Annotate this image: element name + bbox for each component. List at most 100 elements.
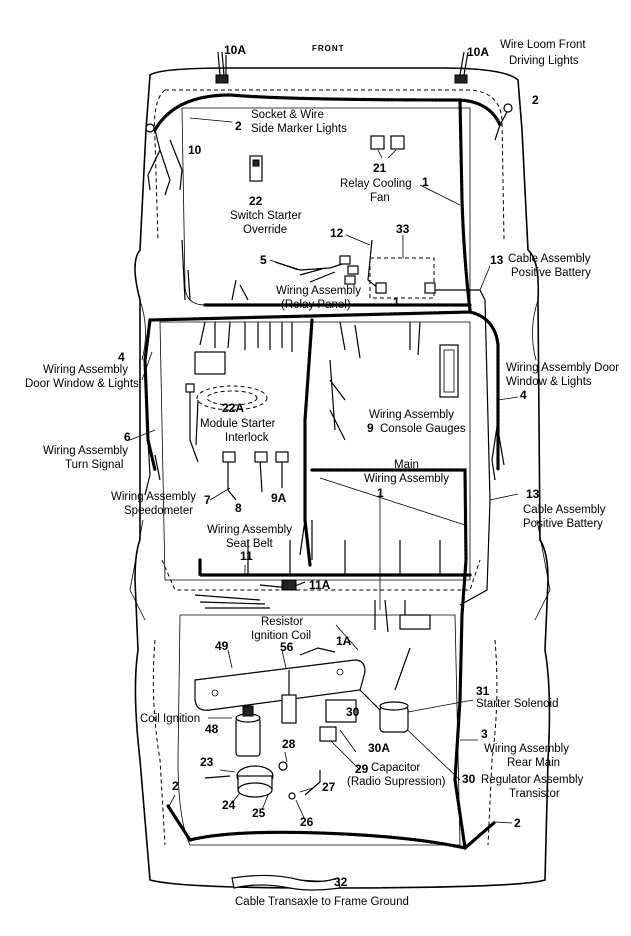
label-9: 9	[367, 421, 374, 435]
turn-signal-connectors	[185, 383, 199, 463]
starter-solenoid	[359, 647, 411, 733]
label-2-topleft: 2	[235, 119, 242, 133]
label-1A: 1A	[336, 634, 352, 648]
label-resistor-1: Resistor	[261, 616, 303, 628]
label-starter-solenoid: Starter Solenoid	[476, 698, 558, 710]
label-relay-panel-2: (Relay Panel)	[281, 299, 351, 311]
label-seat-2: Seat Belt	[226, 538, 273, 550]
label-56: 56	[280, 640, 294, 654]
label-door-left-1: Wiring Assembly	[43, 364, 128, 376]
interior-drop-wires	[199, 321, 459, 441]
label-26: 26	[300, 815, 314, 829]
label-rear-1: Wiring Assembly	[484, 743, 569, 755]
switch-starter-override	[249, 155, 263, 182]
coil-ignition	[235, 705, 261, 757]
label-wire-loom-2: Driving Lights	[509, 55, 579, 67]
label-capacitor-2: (Radio Supression)	[347, 776, 446, 788]
label-1-a: 1	[422, 175, 429, 189]
label-9A: 9A	[271, 491, 287, 505]
label-module-2: Interlock	[225, 432, 269, 444]
label-1-c: 1	[377, 486, 384, 500]
label-wire-loom-1: Wire Loom Front	[500, 39, 586, 51]
label-3: 3	[481, 727, 488, 741]
label-6: 6	[124, 430, 131, 444]
label-13-mid: 13	[526, 487, 540, 501]
label-4-left: 4	[118, 350, 125, 364]
label-2-topright: 2	[532, 93, 539, 107]
label-console-2: Console Gauges	[380, 423, 466, 435]
label-11A: 11A	[309, 578, 331, 592]
label-console-1: Wiring Assembly	[369, 409, 454, 421]
loom-connector-10A-left	[215, 51, 229, 84]
label-turn-2: Turn Signal	[65, 459, 123, 471]
label-socket-2: Side Marker Lights	[251, 123, 347, 135]
label-transaxle: Cable Transaxle to Frame Ground	[235, 896, 409, 908]
label-switch-starter-2: Override	[243, 224, 287, 236]
label-module-1: Module Starter	[200, 418, 276, 430]
label-turn-1: Wiring Assembly	[43, 445, 128, 457]
label-relay-panel-1: Wiring Assembly	[276, 285, 361, 297]
vehicle-body-outline	[129, 67, 551, 889]
label-main-2: Wiring Assembly	[364, 473, 449, 485]
label-capacitor-1: Capacitor	[371, 762, 420, 774]
label-49: 49	[215, 639, 229, 653]
side-marker-connector-right	[494, 103, 513, 141]
seat-belt-drops	[247, 519, 441, 575]
label-10A-right: 10A	[467, 45, 489, 59]
distributor-24	[236, 765, 274, 798]
label-13-top: 13	[490, 253, 504, 267]
label-5: 5	[260, 253, 267, 267]
label-resistor-2: Ignition Coil	[251, 630, 311, 642]
label-11: 11	[240, 549, 253, 563]
label-regulator-1: Regulator Assembly	[481, 774, 584, 786]
front-label: FRONT	[312, 44, 345, 53]
label-speedo-1: Wiring Assembly	[111, 491, 196, 503]
label-cable-positive2-2: Positive Battery	[523, 518, 603, 530]
label-regulator-2: Transistor	[509, 788, 560, 800]
labels: FRONT 10A 10A Wire Loom Front Driving Li…	[25, 39, 619, 908]
label-10A-left: 10A	[224, 43, 246, 57]
wire-harnesses	[143, 93, 502, 850]
label-coil-ignition: Coil Ignition	[140, 713, 200, 725]
label-28: 28	[282, 737, 296, 751]
label-door-left-2: Door Window & Lights	[25, 378, 139, 390]
label-8: 8	[235, 501, 242, 515]
label-door-right-2: Window & Lights	[506, 376, 592, 388]
label-door-right-1: Wiring Assembly Door	[506, 362, 619, 374]
module-starter-interlock	[194, 351, 268, 411]
label-24: 24	[222, 798, 236, 812]
label-33: 33	[396, 222, 410, 236]
label-4-right: 4	[520, 388, 527, 402]
label-32: 32	[334, 875, 348, 889]
label-7: 7	[204, 493, 211, 507]
label-speedo-2: Speedometer	[124, 505, 193, 517]
label-22: 22	[249, 194, 263, 208]
door-wires-right	[491, 419, 505, 481]
label-1-b: 1	[393, 295, 400, 309]
label-25: 25	[252, 806, 266, 820]
side-marker-connector-left	[145, 123, 183, 196]
label-22A: 22A	[222, 401, 244, 415]
label-31: 31	[476, 684, 490, 698]
connector-11A	[259, 579, 306, 591]
label-seat-1: Wiring Assembly	[207, 524, 292, 536]
underseat-wires	[194, 594, 431, 633]
label-21: 21	[373, 161, 387, 175]
relay-connectors	[181, 239, 436, 301]
relay-cooling-fan	[370, 135, 405, 150]
interior-panel-outline	[159, 321, 471, 581]
label-relay-cooling-2: Fan	[370, 192, 390, 204]
label-cable-positive-2: Positive Battery	[511, 267, 591, 279]
label-27: 27	[322, 780, 336, 794]
loom-connector-10A-right	[454, 51, 469, 84]
small-parts	[204, 761, 321, 800]
label-30A: 30A	[368, 741, 390, 755]
label-48: 48	[205, 722, 219, 736]
label-switch-starter-1: Switch Starter	[230, 210, 302, 222]
label-2-botleft: 2	[172, 779, 179, 793]
label-rear-2: Rear Main	[507, 757, 560, 769]
label-23: 23	[200, 755, 214, 769]
label-cable-positive2-1: Cable Assembly	[523, 504, 606, 516]
label-socket-1: Socket & Wire	[251, 109, 324, 121]
